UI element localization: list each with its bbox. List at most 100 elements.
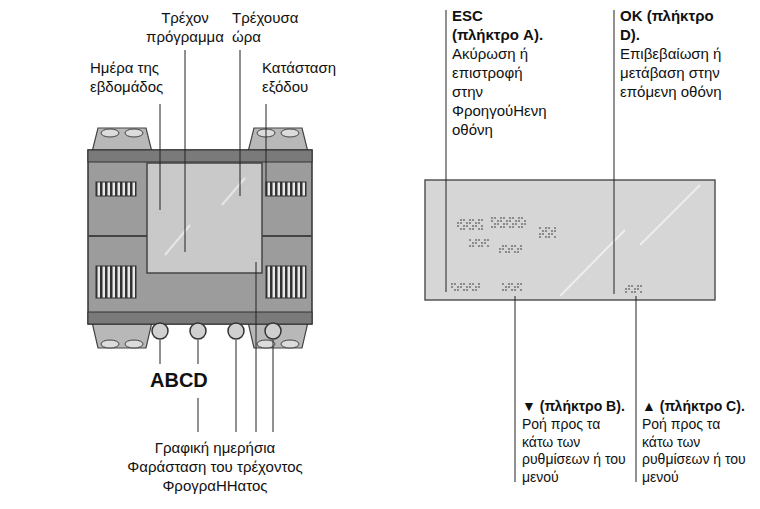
- callout-label: Ροή προς τα κάτω των ρυθμίσεων ή του μεν…: [522, 416, 632, 487]
- matrix-dot: [478, 286, 480, 288]
- matrix-dot: [497, 220, 499, 222]
- matrix-dot: [631, 291, 633, 293]
- matrix-dot: [509, 220, 511, 222]
- matrix-dot: [475, 239, 477, 241]
- terminal-block: [92, 128, 308, 152]
- matrix-dot: [472, 245, 474, 247]
- vent-grille: [266, 182, 306, 196]
- matrix-dot: [514, 245, 516, 247]
- matrix-dot: [514, 286, 516, 288]
- key-label: OK (πλήκτρο D).: [620, 6, 720, 44]
- matrix-dot: [463, 289, 465, 291]
- matrix-dot: [481, 219, 483, 221]
- matrix-dot: [512, 226, 514, 228]
- matrix-dot: [475, 242, 477, 244]
- matrix-dot: [466, 289, 468, 291]
- matrix-dot: [460, 222, 462, 224]
- matrix-dot: [484, 239, 486, 241]
- matrix-dot: [640, 285, 642, 287]
- matrix-dot: [545, 230, 547, 232]
- matrix-dot: [505, 286, 507, 288]
- matrix-dot: [503, 226, 505, 228]
- matrix-dot: [505, 245, 507, 247]
- matrix-dot: [508, 286, 510, 288]
- matrix-dot: [460, 286, 462, 288]
- matrix-dot: [472, 283, 474, 285]
- matrix-dot: [494, 217, 496, 219]
- callout-label: Τρέχουσα ώρα: [232, 8, 312, 46]
- matrix-dot: [539, 236, 541, 238]
- matrix-dot: [457, 222, 459, 224]
- screen-closeup: [425, 180, 715, 300]
- matrix-dot: [518, 217, 520, 219]
- callout-label: Γραφική ημερήσια Φαράσταση του τρέχοντος…: [120, 438, 310, 495]
- matrix-dot: [551, 233, 553, 235]
- matrix-dot: [512, 223, 514, 225]
- matrix-dot: [469, 222, 471, 224]
- matrix-dot: [551, 230, 553, 232]
- matrix-dot: [463, 228, 465, 230]
- matrix-dot: [457, 225, 459, 227]
- matrix-dot: [511, 248, 513, 250]
- matrix-dot: [472, 225, 474, 227]
- matrix-dot: [478, 228, 480, 230]
- matrix-dot: [515, 220, 517, 222]
- matrix-dot: [631, 285, 633, 287]
- matrix-dot: [463, 219, 465, 221]
- matrix-dot: [548, 236, 550, 238]
- callout-label: Ημέρα της εβδομάδος: [90, 58, 174, 96]
- matrix-dot: [475, 222, 477, 224]
- matrix-dot: [451, 283, 453, 285]
- key-label: ▼ (πλήκτρο B).: [522, 398, 634, 416]
- matrix-dot: [539, 233, 541, 235]
- matrix-dot: [554, 230, 556, 232]
- matrix-dot: [548, 227, 550, 229]
- matrix-dot: [475, 225, 477, 227]
- matrix-dot: [469, 239, 471, 241]
- matrix-dot: [508, 283, 510, 285]
- matrix-dot: [481, 242, 483, 244]
- matrix-dot: [491, 220, 493, 222]
- matrix-dot: [460, 228, 462, 230]
- matrix-dot: [514, 251, 516, 253]
- matrix-dot: [518, 220, 520, 222]
- matrix-dot: [460, 219, 462, 221]
- matrix-dot: [500, 226, 502, 228]
- matrix-dot: [508, 248, 510, 250]
- matrix-dot: [625, 288, 627, 290]
- matrix-dot: [511, 245, 513, 247]
- device-housing: [88, 150, 312, 324]
- matrix-dot: [466, 225, 468, 227]
- terminal-block: [92, 322, 308, 348]
- matrix-dot: [502, 283, 504, 285]
- matrix-dot: [466, 222, 468, 224]
- glare: [640, 185, 700, 245]
- matrix-dot: [554, 236, 556, 238]
- matrix-dot: [634, 288, 636, 290]
- matrix-dot: [491, 217, 493, 219]
- matrix-dot: [494, 226, 496, 228]
- vent-grille: [96, 182, 136, 196]
- matrix-dot: [509, 226, 511, 228]
- matrix-dot: [463, 225, 465, 227]
- matrix-dot: [520, 248, 522, 250]
- matrix-dot: [478, 239, 480, 241]
- matrix-dot: [518, 226, 520, 228]
- matrix-dot: [478, 219, 480, 221]
- matrix-dot: [503, 223, 505, 225]
- matrix-dot: [491, 226, 493, 228]
- matrix-dot: [640, 291, 642, 293]
- matrix-dot: [634, 291, 636, 293]
- leader-line: [160, 10, 636, 482]
- matrix-dot: [628, 285, 630, 287]
- matrix-dot: [524, 223, 526, 225]
- matrix-dot: [475, 286, 477, 288]
- matrix-dot: [469, 219, 471, 221]
- matrix-dot: [521, 226, 523, 228]
- matrix-dot: [451, 286, 453, 288]
- matrix-dot: [545, 236, 547, 238]
- matrix-dot: [637, 288, 639, 290]
- vent-grille: [266, 266, 306, 298]
- matrix-dot: [506, 223, 508, 225]
- key-label: ▲ (πλήκτρο C).: [642, 398, 754, 416]
